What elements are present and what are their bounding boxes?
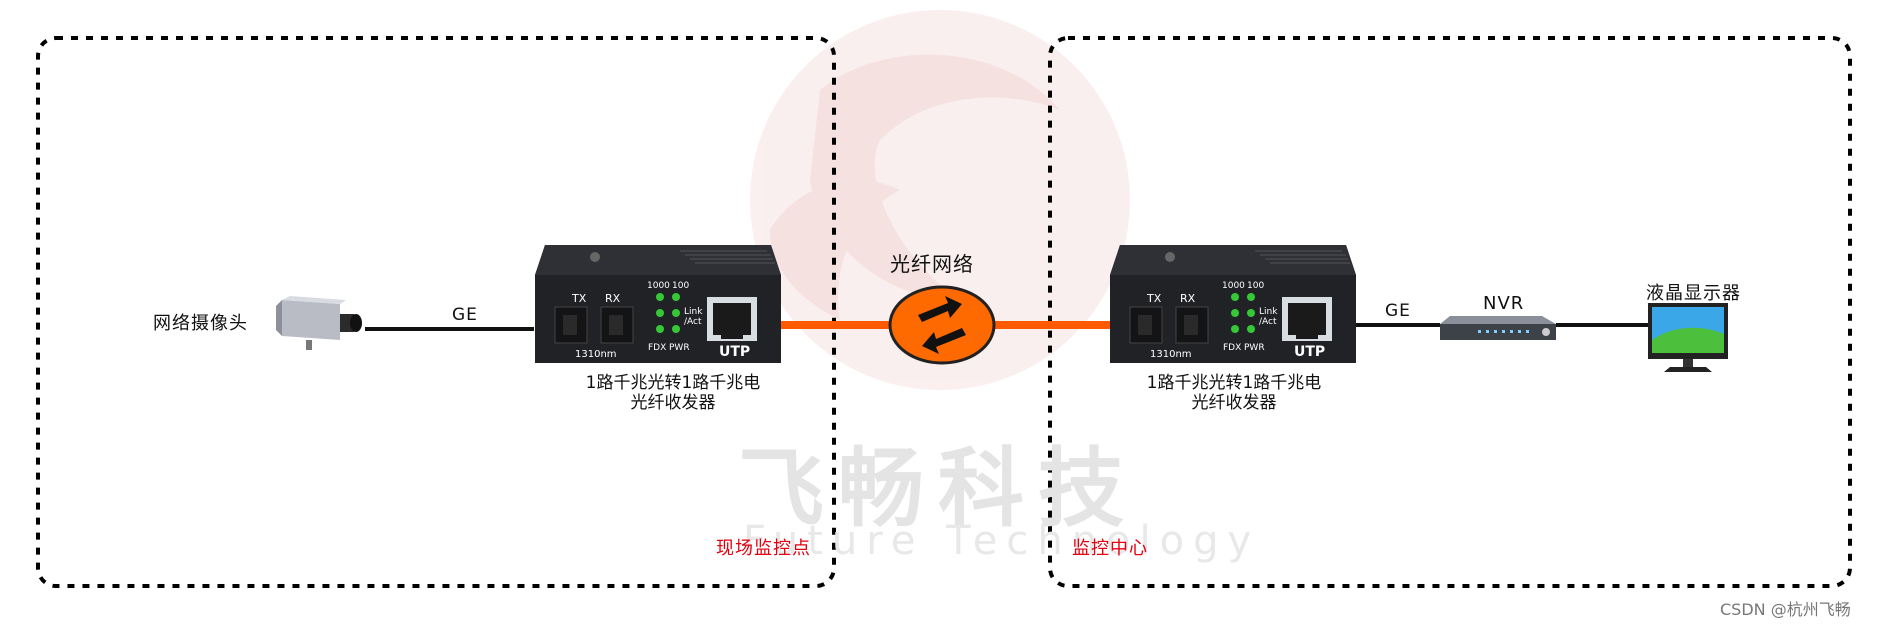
wavelength-label: 1310nm: [575, 349, 617, 360]
led-link-label: Link: [1259, 307, 1278, 317]
fiber-network-icon: [888, 285, 996, 365]
zone-right-label: 监控中心: [1072, 538, 1148, 559]
led-act-label: /Act: [684, 317, 702, 327]
credit-watermark: CSDN @杭州飞畅: [1720, 600, 1851, 619]
left-link-label: GE: [452, 305, 478, 325]
watermark-brand-en: Future Technology: [743, 518, 1261, 564]
lcd-monitor-icon: [1648, 303, 1728, 372]
led-act-label: /Act: [1259, 317, 1277, 327]
zone-left-label: 现场监控点: [716, 538, 811, 559]
nvr-label: NVR: [1483, 293, 1525, 314]
transceiver-right-graphic: [1110, 245, 1356, 363]
transceiver-left: TX RX 1310nm 1000 100 Link /Act FDX PWR …: [535, 245, 781, 363]
rx-port-label: RX: [605, 292, 621, 305]
led-1000-label: 1000: [1222, 281, 1245, 291]
caption-line-2: 光纤收发器: [1191, 393, 1277, 413]
camera-label: 网络摄像头: [153, 313, 248, 334]
led-pwr-label: PWR: [669, 343, 690, 353]
rx-port-label: RX: [1180, 292, 1196, 305]
led-pwr-label: PWR: [1244, 343, 1265, 353]
caption-line-1: 1路千兆光转1路千兆电: [1146, 373, 1322, 393]
led-fdx-label: FDX: [648, 343, 667, 353]
led-100-label: 100: [1247, 281, 1265, 291]
led-link-label: Link: [684, 307, 703, 317]
led-fdx-label: FDX: [1223, 343, 1242, 353]
tx-port-label: TX: [1147, 292, 1162, 305]
zone-left-box: [36, 36, 836, 588]
tx-port-label: TX: [572, 292, 587, 305]
fiber-network-label: 光纤网络: [890, 252, 974, 276]
led-1000-label: 1000: [647, 281, 670, 291]
transceiver-right: TX RX 1310nm 1000 100 Link /Act FDX PWR …: [1110, 245, 1356, 363]
transceiver-right-caption: 1路千兆光转1路千兆电 光纤收发器: [1114, 373, 1354, 413]
ip-camera-icon: [276, 296, 362, 350]
transceiver-left-graphic: [535, 245, 781, 363]
transceiver-left-caption: 1路千兆光转1路千兆电 光纤收发器: [553, 373, 793, 413]
nvr-icon: [1440, 316, 1556, 340]
monitor-label: 液晶显示器: [1646, 283, 1741, 304]
watermark-logo: [750, 10, 1130, 390]
utp-port-label: UTP: [1294, 344, 1326, 360]
led-100-label: 100: [672, 281, 690, 291]
right-link-label: GE: [1385, 301, 1411, 321]
wavelength-label: 1310nm: [1150, 349, 1192, 360]
caption-line-2: 光纤收发器: [630, 393, 716, 413]
utp-port-label: UTP: [719, 344, 751, 360]
watermark-brand-cn: 飞畅科技: [738, 438, 1138, 539]
zone-right-box: [1048, 36, 1852, 588]
caption-line-1: 1路千兆光转1路千兆电: [585, 373, 761, 393]
